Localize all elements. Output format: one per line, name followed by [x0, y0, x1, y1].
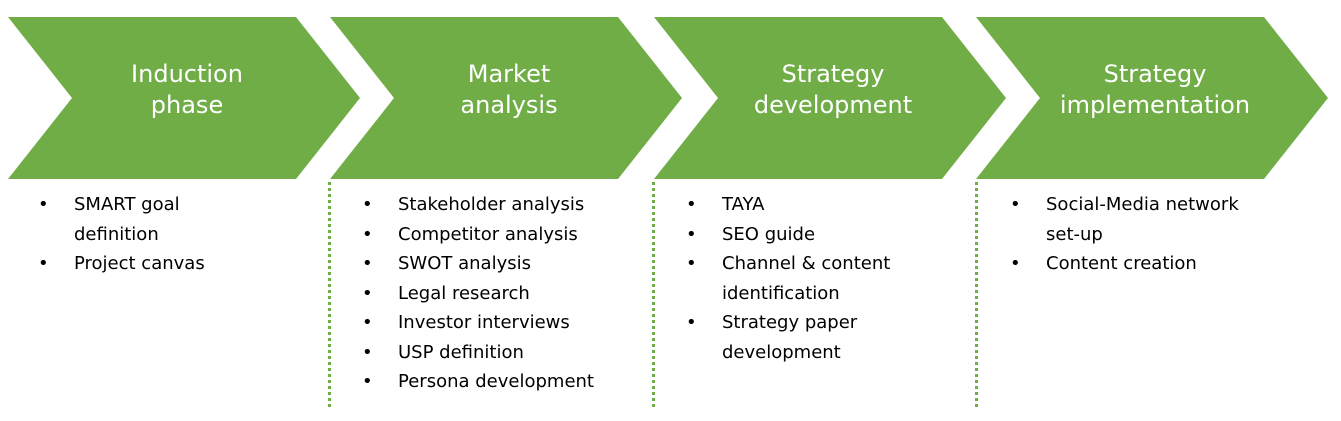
- phase-title-line: development: [753, 91, 913, 119]
- activity-list-market-analysis: Stakeholder analysis Competitor analysis…: [360, 190, 594, 397]
- list-item: identification: [722, 282, 840, 304]
- list-item: USP definition: [360, 338, 594, 368]
- phase-divider: [975, 182, 978, 407]
- list-item: Competitor analysis: [360, 220, 594, 250]
- phase-title-strategy-implementation: Strategy implementation: [1040, 55, 1270, 125]
- activity-list-induction: SMART goal definition Project canvas: [36, 190, 205, 279]
- list-item: definition: [74, 223, 159, 245]
- phase-divider: [652, 182, 655, 407]
- list-item: development: [722, 341, 841, 363]
- list-item: Channel & content: [684, 249, 890, 279]
- phase-title-line: analysis: [460, 91, 558, 119]
- list-item: SWOT analysis: [360, 249, 594, 279]
- list-item: Content creation: [1008, 249, 1239, 279]
- phase-title-line: Strategy: [781, 60, 885, 88]
- activity-list-strategy-development: TAYA SEO guide Channel & content identif…: [684, 190, 890, 367]
- chevron-induction-phase: [8, 17, 360, 179]
- activity-list-strategy-implementation: Social-Media network set-up Content crea…: [1008, 190, 1239, 279]
- list-item: Social-Media network: [1008, 190, 1239, 220]
- chevron-strategy-implementation: [976, 17, 1328, 179]
- list-item: set-up: [1046, 223, 1103, 245]
- phase-title-line: Strategy: [1103, 60, 1207, 88]
- chevron-market-analysis: [330, 17, 682, 179]
- phase-title-line: implementation: [1059, 91, 1251, 119]
- list-item: Investor interviews: [360, 308, 594, 338]
- phase-title-strategy-development: Strategy development: [718, 55, 948, 125]
- phase-title-market-analysis: Market analysis: [394, 55, 624, 125]
- list-item: Legal research: [360, 279, 594, 309]
- phase-title-induction: Induction phase: [72, 55, 302, 125]
- list-item: TAYA: [684, 190, 890, 220]
- list-item: Persona development: [360, 367, 594, 397]
- list-item: Stakeholder analysis: [360, 190, 594, 220]
- list-item: SEO guide: [684, 220, 890, 250]
- list-item: Project canvas: [36, 249, 205, 279]
- phase-title-line: phase: [150, 91, 224, 119]
- chevron-strategy-development: [654, 17, 1006, 179]
- phase-divider: [328, 182, 331, 407]
- phase-title-line: Market: [467, 60, 551, 88]
- phase-title-line: Induction: [131, 60, 243, 88]
- list-item: SMART goal: [36, 190, 205, 220]
- list-item: Strategy paper: [684, 308, 890, 338]
